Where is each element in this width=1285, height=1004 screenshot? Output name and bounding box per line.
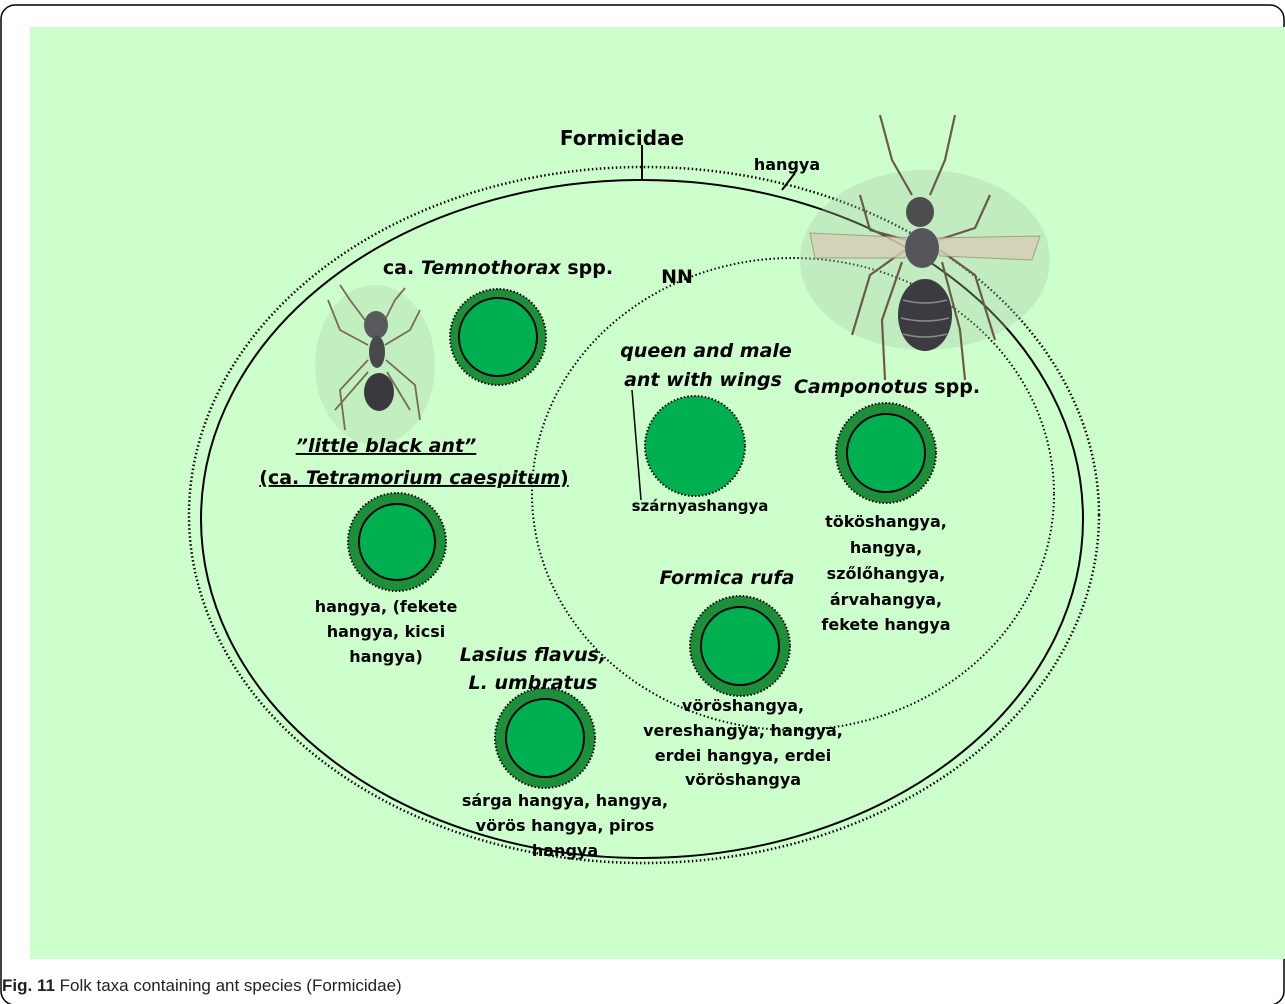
camponotus-name: fekete hangya bbox=[821, 615, 950, 634]
black-ant-name: hangya) bbox=[349, 647, 423, 666]
little-black-ant-label: ”little black ant” bbox=[296, 435, 477, 457]
black-ant-name: hangya, kicsi bbox=[327, 622, 446, 641]
formica-name: vereshangya, hangya, bbox=[643, 721, 843, 740]
lasius-label-line2: L. umbratus bbox=[469, 672, 598, 694]
formica-rufa-label: Formica rufa bbox=[660, 567, 795, 589]
nn-label: NN bbox=[661, 266, 693, 288]
lasius-name: vörös hangya, piros bbox=[476, 816, 655, 835]
camponotus-name: szőlőhangya, bbox=[827, 564, 946, 583]
caption-label: Fig. 11 bbox=[2, 976, 55, 995]
tetramorium-circle bbox=[348, 493, 446, 591]
winged-ants-circle bbox=[645, 396, 745, 496]
temnothorax-circle bbox=[450, 289, 546, 385]
tetramorium-label: (ca. Tetramorium caespitum) bbox=[259, 467, 568, 489]
camponotus-name: árvahangya, bbox=[830, 590, 942, 609]
camponotus-name: tököshangya, bbox=[825, 512, 947, 531]
temnothorax-label: ca. Temnothorax spp. bbox=[383, 257, 613, 279]
lasius-name: sárga hangya, hangya, bbox=[462, 791, 668, 810]
formica-name: erdei hangya, erdei bbox=[655, 746, 832, 765]
queen-label-line2: ant with wings bbox=[624, 369, 782, 391]
formica-name: vöröshangya bbox=[685, 770, 801, 789]
queen-label-line1: queen and male bbox=[620, 340, 792, 362]
lasius-name: hangya bbox=[532, 841, 598, 860]
caption-text: Folk taxa containing ant species (Formic… bbox=[60, 976, 402, 995]
formica-rufa-circle bbox=[690, 596, 790, 696]
lasius-circle bbox=[495, 688, 595, 788]
szarnyashangya-label: szárnyashangya bbox=[632, 497, 769, 515]
worker-ant-photo bbox=[315, 285, 435, 445]
formicidae-label: Formicidae bbox=[560, 126, 684, 150]
camponotus-label: Camponotus spp. bbox=[794, 376, 980, 398]
diagram-panel bbox=[30, 27, 1285, 959]
camponotus-circle bbox=[836, 403, 936, 503]
lasius-label-line1: Lasius flavus, bbox=[460, 644, 606, 666]
formica-name: vöröshangya, bbox=[682, 696, 804, 715]
hangya-top-label: hangya bbox=[754, 155, 820, 174]
black-ant-name: hangya, (fekete bbox=[315, 597, 458, 616]
camponotus-name: hangya, bbox=[850, 538, 922, 557]
camponotus-names: tököshangya, hangya, szőlőhangya, árvaha… bbox=[821, 512, 950, 634]
figure-caption: Fig. 11 Folk taxa containing ant species… bbox=[2, 976, 402, 996]
